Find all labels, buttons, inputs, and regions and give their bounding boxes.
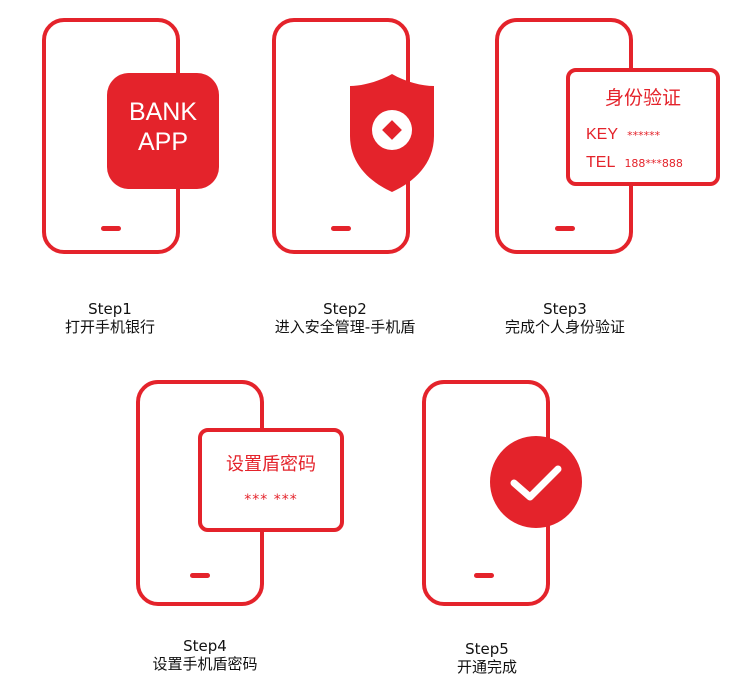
step-desc: 打开手机银行	[64, 318, 155, 336]
app-tile-line1: BANK	[128, 98, 198, 126]
card-title: 身份验证	[604, 87, 681, 109]
app-tile-line2: APP	[137, 128, 189, 156]
pin-card: 设置盾密码 *** ***	[198, 428, 344, 532]
caption-step-4: Step4 设置手机盾密码	[125, 637, 285, 673]
tel-value: 188***888	[624, 157, 683, 170]
check-icon	[510, 465, 562, 501]
step-desc: 设置手机盾密码	[152, 655, 258, 673]
shield-icon	[350, 74, 434, 192]
step-title: Step3	[543, 300, 587, 318]
home-indicator	[474, 573, 494, 578]
identity-card: 身份验证 KEY ****** TEL 188***888	[566, 68, 720, 186]
step-title: Step1	[88, 300, 132, 318]
step-desc: 进入安全管理-手机盾	[274, 318, 416, 336]
home-indicator	[331, 226, 351, 231]
card-title: 设置盾密码	[226, 454, 316, 475]
tel-row: TEL 188***888	[586, 152, 683, 172]
home-indicator	[101, 226, 121, 231]
key-row: KEY ******	[586, 124, 660, 144]
step-title: Step5	[465, 640, 509, 658]
check-circle	[490, 436, 582, 528]
key-value: ******	[627, 129, 661, 142]
bank-app-tile: BANK APP	[107, 73, 219, 189]
step-desc: 开通完成	[456, 658, 517, 676]
step-title: Step2	[323, 300, 367, 318]
caption-step-5: Step5 开通完成	[432, 640, 542, 676]
home-indicator	[555, 226, 575, 231]
pin-mask: *** ***	[244, 492, 298, 508]
tel-label: TEL	[586, 154, 616, 171]
caption-step-1: Step1 打开手机银行	[40, 300, 180, 336]
home-indicator	[190, 573, 210, 578]
caption-step-2: Step2 进入安全管理-手机盾	[240, 300, 450, 336]
step-title: Step4	[183, 637, 227, 655]
step-desc: 完成个人身份验证	[504, 318, 625, 336]
key-label: KEY	[586, 126, 619, 143]
caption-step-3: Step3 完成个人身份验证	[485, 300, 645, 336]
